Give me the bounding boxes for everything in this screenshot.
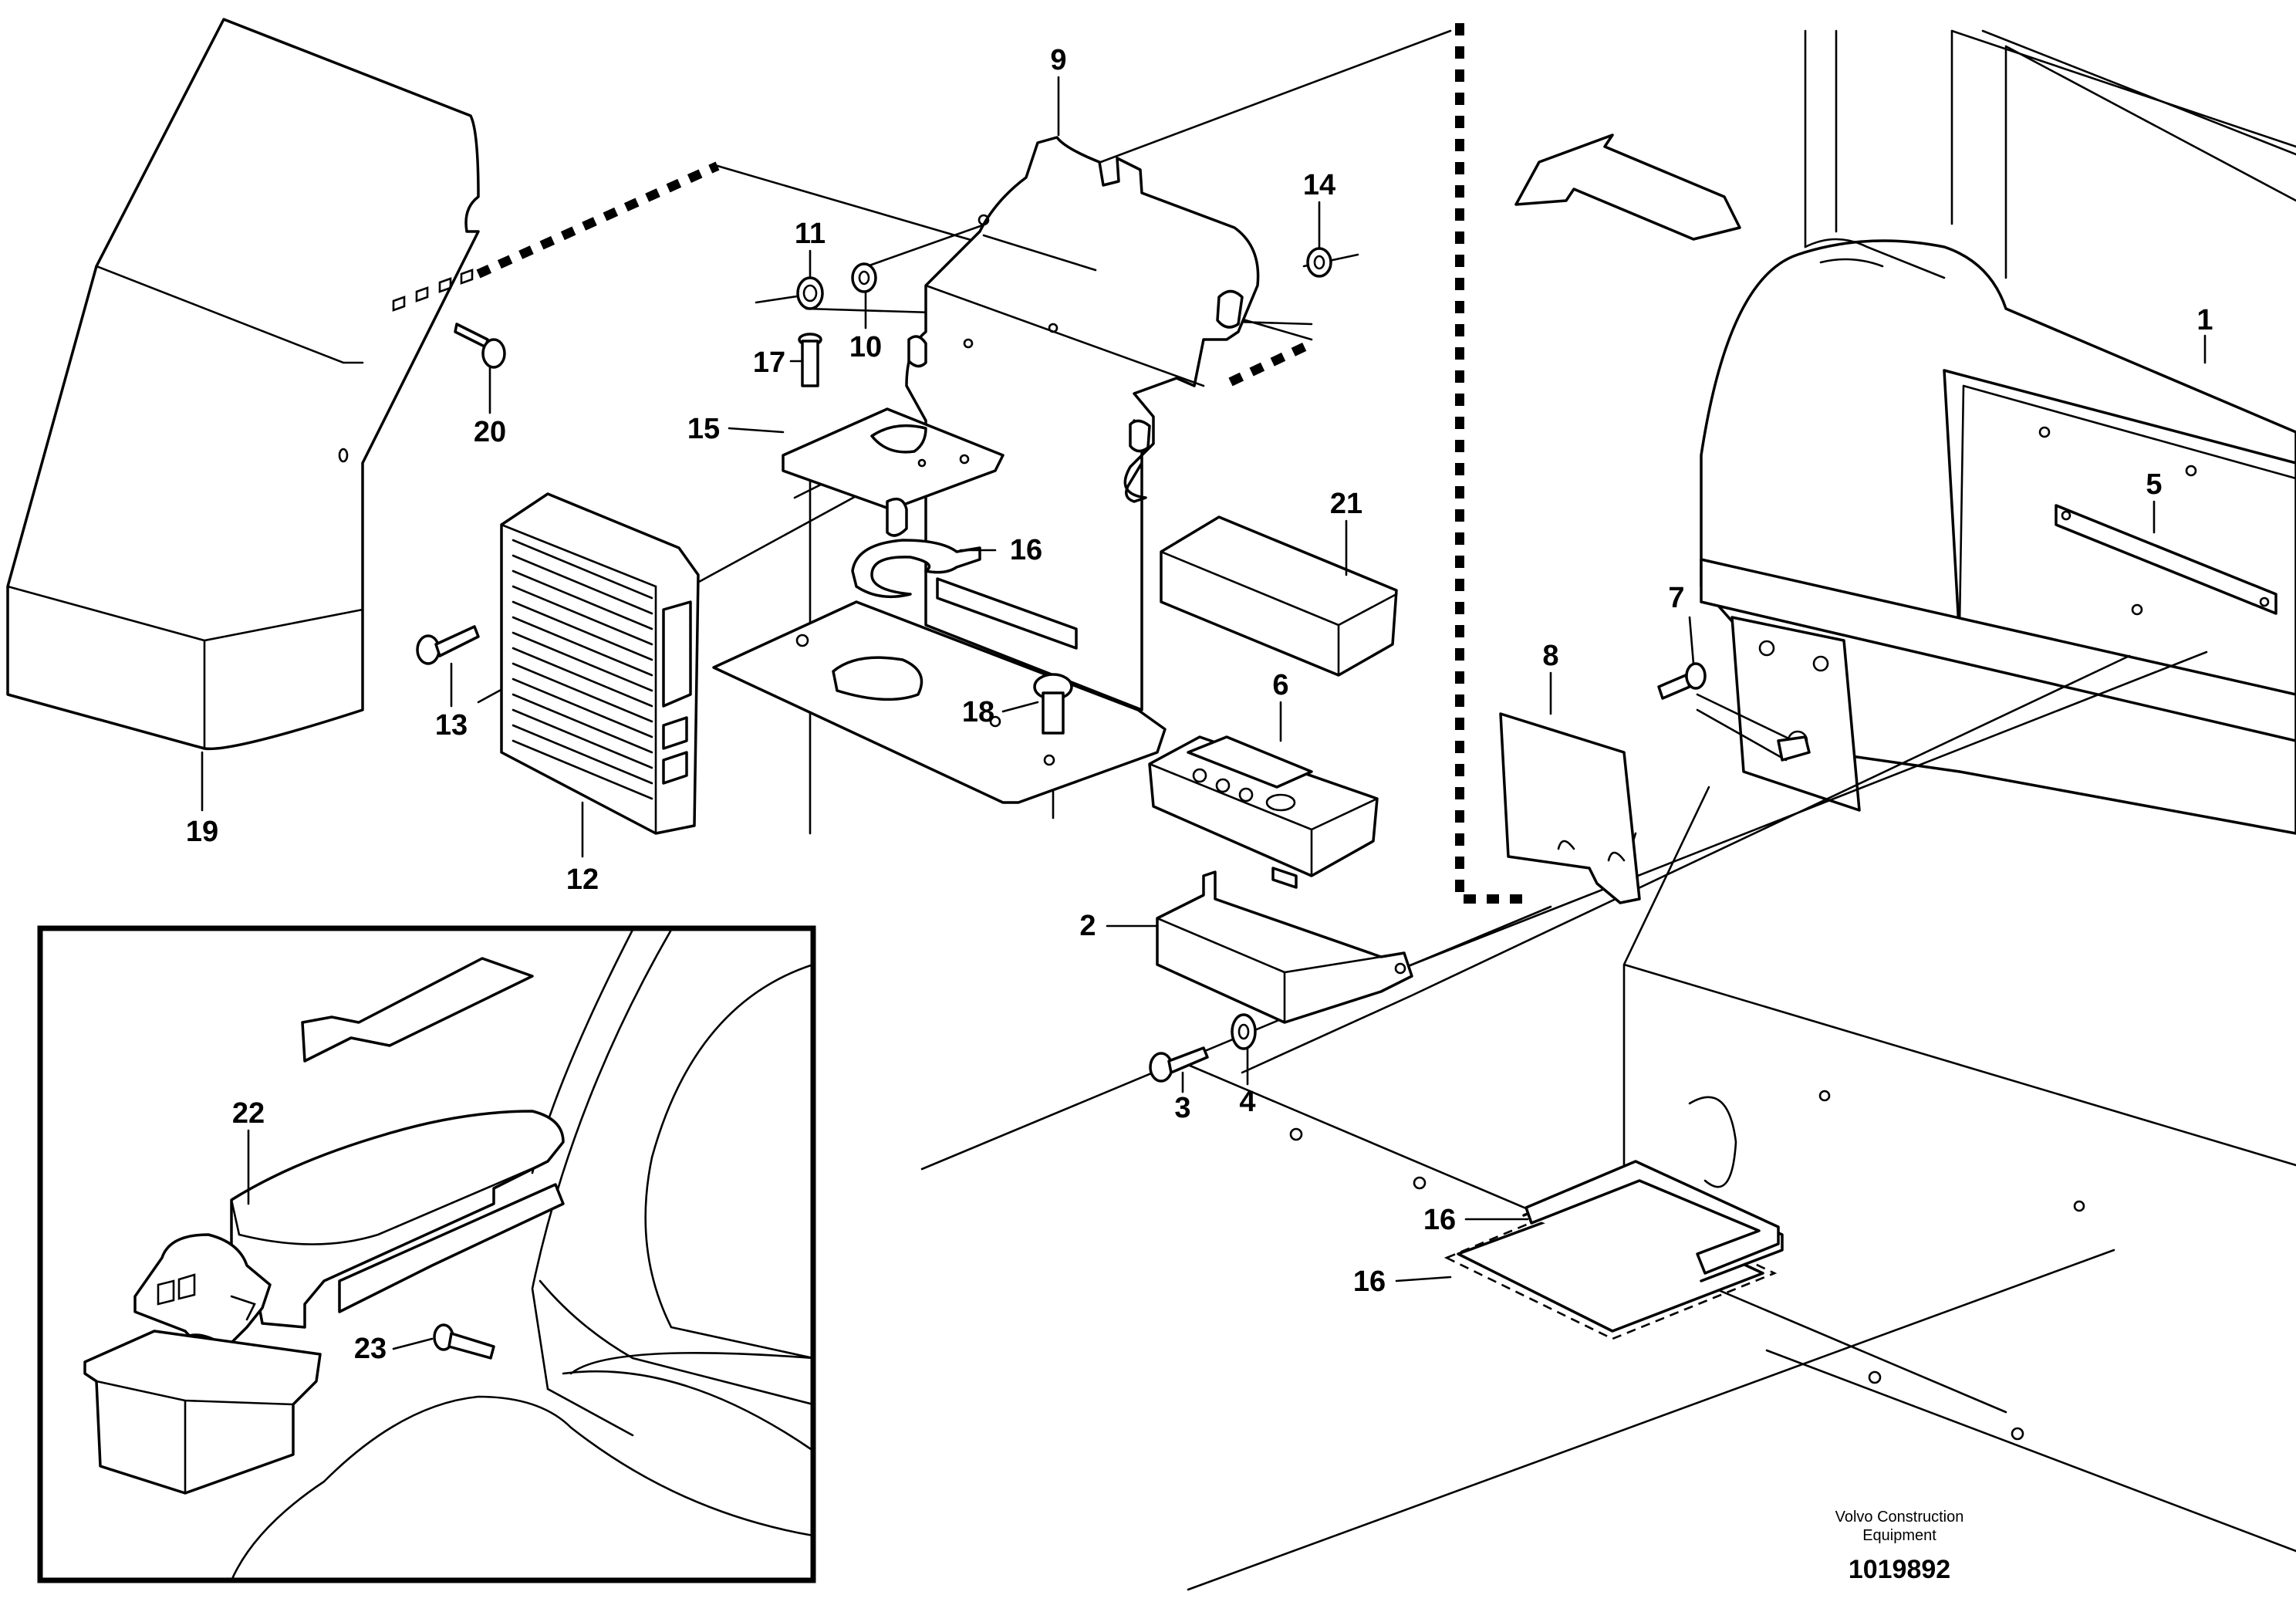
callout-7: 7 (1668, 582, 1684, 614)
callout-12: 12 (566, 863, 599, 896)
callout-18: 18 (962, 696, 994, 728)
callout-16-hook: 16 (1010, 534, 1042, 566)
console-part-1 (1700, 238, 2296, 835)
callout-21: 21 (1330, 488, 1362, 520)
callout-23: 23 (354, 1333, 387, 1365)
armrest-part-22 (230, 1110, 565, 1329)
callout-labels: 1 2 3 4 5 6 7 8 9 10 11 12 13 14 15 16 1… (186, 44, 2213, 1365)
callout-15: 15 (687, 413, 720, 445)
callout-1: 1 (2196, 304, 2213, 336)
callout-20: 20 (474, 416, 506, 448)
dashed-boundary-right (1228, 339, 1314, 387)
document-number: 1019892 (1849, 1555, 1950, 1584)
screw-part-7 (1657, 662, 1811, 762)
direction-arrow-upper (1514, 133, 1741, 241)
dashed-boundary-upper (476, 161, 720, 279)
floor-opening-part-16 (1443, 1096, 1784, 1340)
publisher-credit: Volvo Construction Equipment 1019892 (1835, 1509, 1964, 1584)
callout-6: 6 (1272, 669, 1288, 701)
nut-part-11 (796, 276, 824, 310)
cover-part-19 (6, 18, 480, 751)
callout-10: 10 (849, 331, 882, 363)
bracket-part-9 (905, 136, 1260, 711)
mounting-strip-part-5 (2055, 504, 2277, 615)
plate-part-8 (1499, 712, 1641, 904)
clamp-plate-part-15 (782, 407, 1004, 511)
screw-part-13 (416, 625, 480, 665)
callout-17: 17 (753, 346, 785, 379)
callout-5: 5 (2146, 468, 2162, 501)
display-part-6 (1148, 735, 1379, 889)
cover-part-21 (1160, 515, 1398, 677)
callout-22: 22 (232, 1097, 265, 1130)
screw-part-23 (433, 1323, 495, 1360)
callout-16-frame-upper: 16 (1423, 1204, 1456, 1236)
screw-part-17 (798, 333, 822, 387)
side-panel-brackets (1730, 616, 1861, 812)
callout-14: 14 (1303, 169, 1335, 201)
callout-19: 19 (186, 816, 218, 848)
callout-8: 8 (1542, 640, 1558, 672)
callout-2: 2 (1079, 910, 1096, 942)
callout-11: 11 (795, 218, 826, 250)
callout-16-frame-lower: 16 (1353, 1265, 1386, 1298)
callout-4: 4 (1239, 1086, 1255, 1118)
screw-part-3 (1149, 1046, 1209, 1083)
direction-arrow-inset (301, 957, 534, 1063)
control-unit-part-12 (500, 492, 700, 835)
washer-part-14 (1306, 247, 1332, 278)
base-plate (712, 577, 1167, 804)
callout-9: 9 (1050, 44, 1066, 76)
hook-part-16 (851, 497, 981, 599)
callout-13: 13 (435, 709, 468, 742)
joystick-base (83, 1330, 322, 1495)
credit-line-2: Equipment (1862, 1527, 1936, 1544)
credit-line-1: Volvo Construction (1835, 1509, 1964, 1526)
screw-part-20 (454, 323, 506, 369)
cab-structure (1804, 29, 2296, 279)
callout-3: 3 (1174, 1092, 1190, 1124)
screw-part-18 (1033, 673, 1073, 735)
inset-detail (37, 925, 816, 1583)
holder-part-2 (1156, 870, 1413, 1024)
washer-part-4 (1231, 1013, 1257, 1050)
washer-part-10 (851, 262, 877, 293)
